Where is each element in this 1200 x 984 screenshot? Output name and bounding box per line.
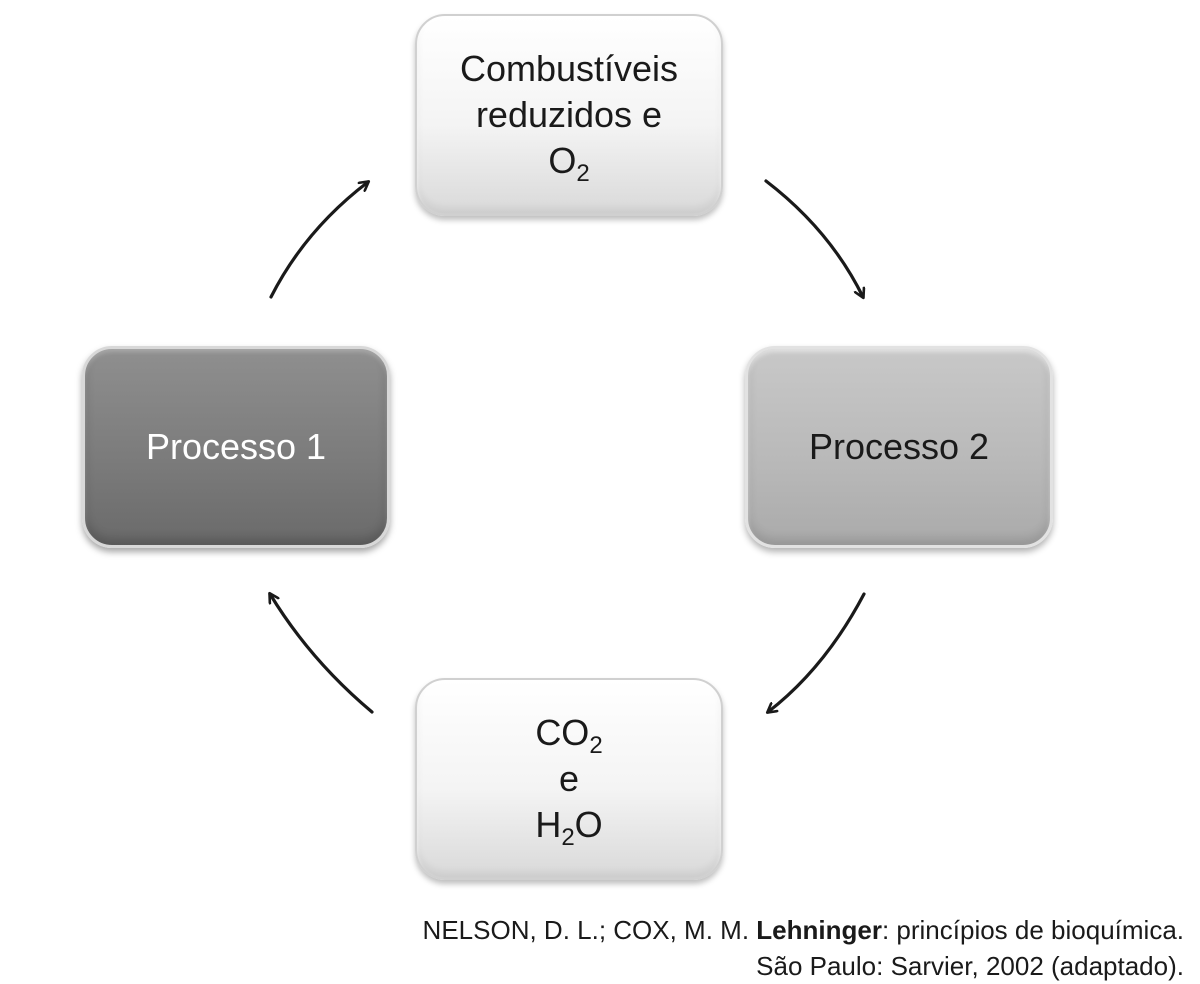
co2-subscript: 2 (589, 732, 603, 759)
processo-1-label: Processo 1 (145, 426, 327, 467)
top-box-line-2: reduzidos e (475, 94, 663, 135)
arrow-processo-1-to-fuels (269, 182, 368, 299)
reduced-fuels-o2-box: Combustíveis reduzidos e O2 (415, 14, 723, 216)
arrow-co2-h2o-to-processo-1 (270, 594, 374, 714)
bottom-box-line-3: H2O (535, 802, 603, 851)
source-citation: NELSON, D. L.; COX, M. M. Lehninger: pri… (423, 912, 1184, 984)
top-box-line-3: O2 (548, 138, 590, 187)
bottom-box-line-2: e (558, 758, 580, 799)
citation-authors: NELSON, D. L.; COX, M. M. (422, 915, 757, 945)
h2o-subscript: 2 (561, 824, 575, 851)
citation-line-1: NELSON, D. L.; COX, M. M. Lehninger: pri… (423, 912, 1184, 948)
arrow-fuels-to-processo-2 (764, 179, 863, 297)
arrow-processo-2-to-co2-h2o (768, 592, 866, 712)
oxygen-symbol: O (548, 140, 577, 181)
citation-book-title: Lehninger (756, 915, 882, 945)
processo-1-box: Processo 1 (82, 346, 390, 548)
co2-symbol: CO (535, 712, 590, 753)
citation-subtitle: : princípios de bioquímica. (881, 915, 1184, 945)
citation-line-2: São Paulo: Sarvier, 2002 (adaptado). (756, 951, 1184, 981)
co2-h2o-box: CO2 e H2O (415, 678, 723, 880)
processo-2-box: Processo 2 (745, 346, 1053, 548)
h2o-h-symbol: H (535, 804, 562, 845)
processo-2-label: Processo 2 (808, 426, 990, 467)
top-box-line-1: Combustíveis (459, 48, 679, 89)
oxygen-subscript: 2 (576, 160, 590, 187)
h2o-o-symbol: O (574, 804, 603, 845)
bottom-box-line-1: CO2 (535, 710, 603, 759)
